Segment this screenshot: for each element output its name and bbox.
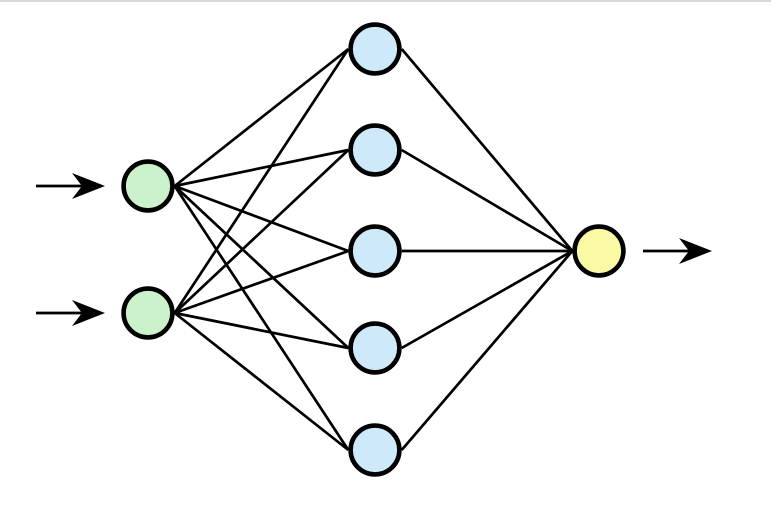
hidden-node-2	[348, 123, 402, 177]
edge-h1-o1	[400, 48, 574, 252]
edge-i2-h5	[173, 311, 350, 452]
edge-i2-h3	[174, 249, 349, 315]
edge-i2-h4	[174, 311, 349, 350]
edge-i2-h1	[173, 48, 350, 314]
input-arrow-2-head	[72, 300, 105, 326]
top-border-line	[0, 0, 771, 2]
output-node-1	[572, 224, 626, 278]
edge-i1-h1	[173, 47, 350, 188]
input-arrow-1-head	[72, 173, 105, 199]
edge-h4-o1	[401, 249, 573, 350]
output-arrow-head	[679, 238, 712, 264]
edge-i1-h3	[174, 184, 349, 253]
edge-h2-o1	[401, 148, 573, 253]
hidden-node-1	[348, 22, 402, 76]
edge-i1-h4	[173, 185, 350, 349]
edge-i2-h2	[173, 149, 350, 314]
hidden-node-5	[348, 423, 402, 477]
edge-i1-h5	[173, 185, 350, 451]
hidden-node-4	[348, 321, 402, 375]
edge-i1-h2	[174, 148, 349, 188]
input-node-2	[121, 286, 175, 340]
edge-h5-o1	[400, 250, 574, 451]
input-node-1	[121, 159, 175, 213]
hidden-node-3	[348, 224, 402, 278]
